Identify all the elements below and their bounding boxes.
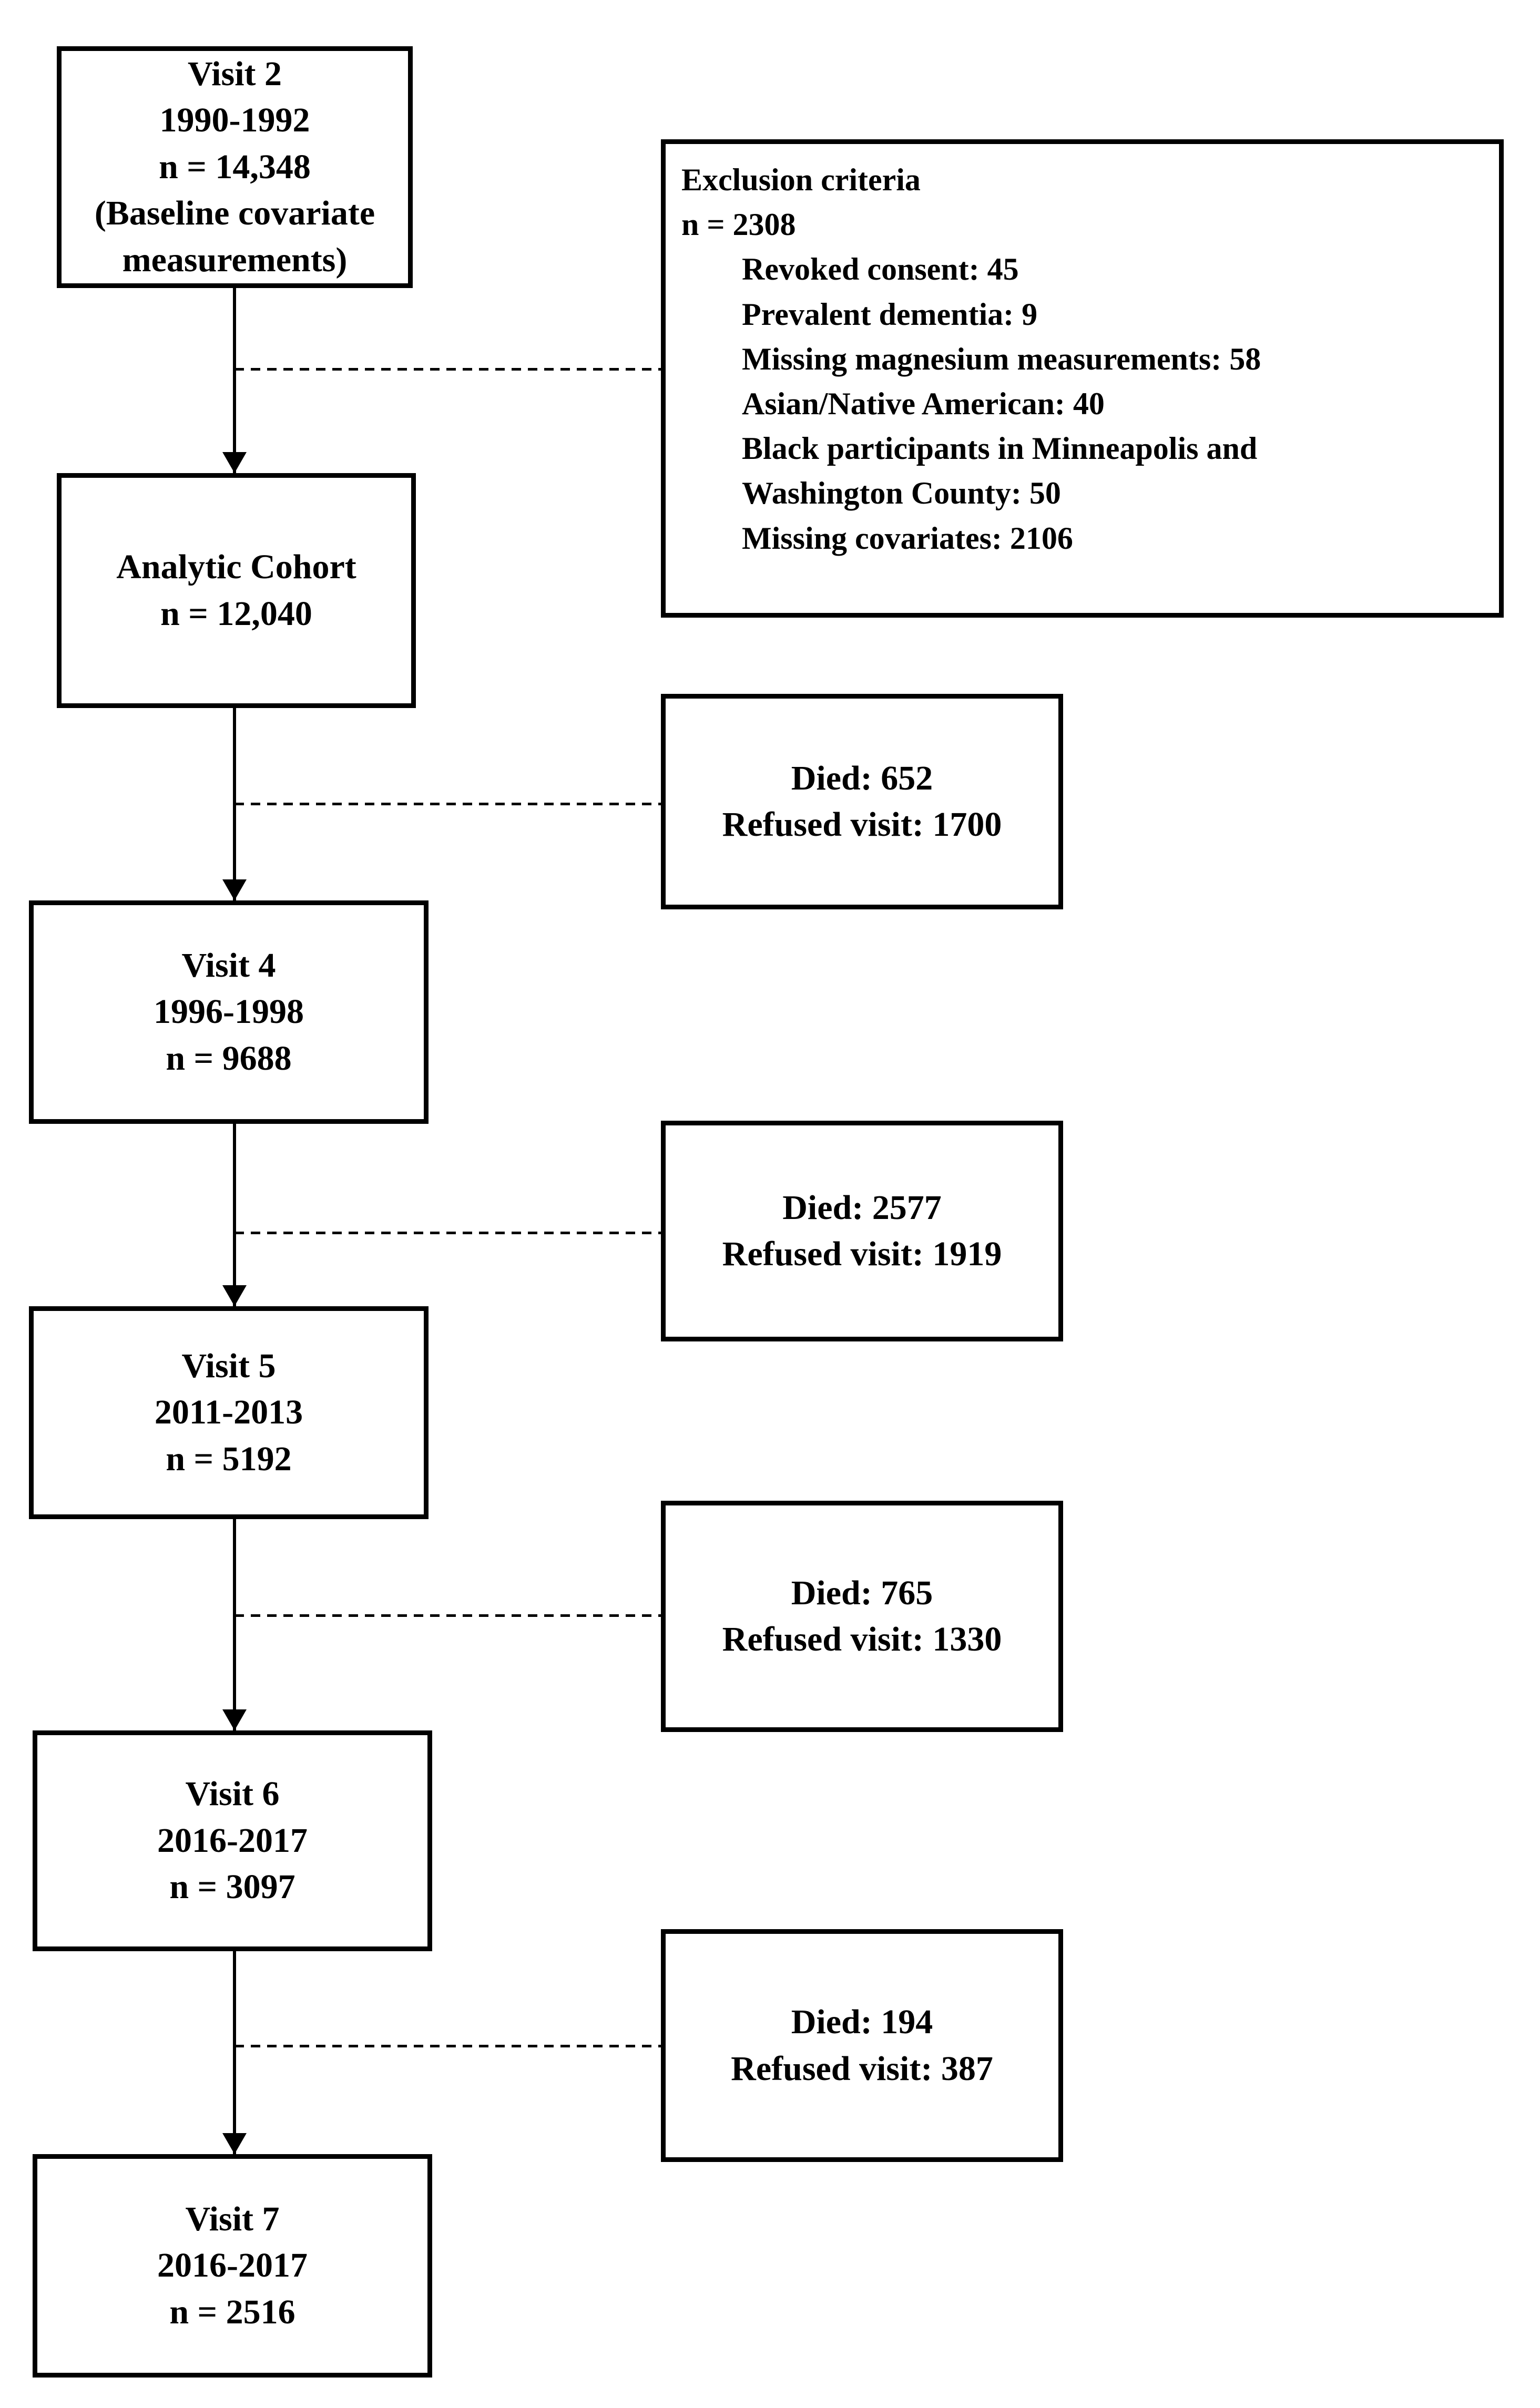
analytic-cohort-box: Analytic Cohort n = 12,040 [57,473,416,708]
exclusion-box: Exclusion criteria n = 2308 Revoked cons… [661,139,1504,618]
visit2-box: Visit 2 1990-1992 n = 14,348 (Baseline c… [57,46,413,288]
exclusion-item: Washington County: 50 [742,476,1061,511]
visit7-box: Visit 7 2016-2017 n = 2516 [33,2154,432,2378]
dashed-connector-to-attrition-652 [234,803,661,805]
attrition-box-after-analytic: Died: 652 Refused visit: 1700 [661,694,1063,909]
attrition-refused: Refused visit: 387 [731,2049,993,2088]
exclusion-item: Revoked consent: 45 [742,252,1019,287]
attrition-refused: Refused visit: 1919 [722,1235,1002,1273]
arrow-down-icon [222,879,247,900]
visit2-n: n = 14,348 [159,147,311,186]
visit2-note: (Baseline covariate measurements) [94,194,375,279]
visit6-title: Visit 6 [185,1775,280,1813]
connector-visit5-to-visit6 [233,1519,236,1730]
visit5-n: n = 5192 [166,1439,292,1478]
arrow-down-icon [222,2133,247,2154]
dashed-connector-to-attrition-194 [234,2045,661,2047]
attrition-died: Died: 2577 [782,1188,942,1227]
dashed-connector-to-attrition-2577 [234,1232,661,1234]
exclusion-item: Missing covariates: 2106 [742,520,1073,556]
visit6-box: Visit 6 2016-2017 n = 3097 [33,1730,432,1951]
visit5-box: Visit 5 2011-2013 n = 5192 [29,1306,429,1519]
visit4-box: Visit 4 1996-1998 n = 9688 [29,900,429,1124]
exclusion-item: Black participants in Minneapolis and [742,431,1258,466]
exclusion-title: Exclusion criteria [681,162,921,197]
arrow-down-icon [222,1285,247,1306]
dashed-connector-to-attrition-765 [234,1614,661,1617]
visit2-years: 1990-1992 [159,101,310,140]
attrition-box-after-visit4: Died: 2577 Refused visit: 1919 [661,1121,1063,1341]
visit6-n: n = 3097 [169,1868,295,1907]
connector-visit2-to-analytic [233,288,236,473]
visit7-title: Visit 7 [185,2199,280,2238]
exclusion-item: Asian/Native American: 40 [742,386,1105,421]
attrition-box-after-visit6: Died: 194 Refused visit: 387 [661,1929,1063,2162]
visit4-title: Visit 4 [181,946,276,985]
analytic-cohort-n: n = 12,040 [160,594,312,633]
visit6-years: 2016-2017 [157,1821,308,1860]
exclusion-n: n = 2308 [681,207,796,242]
analytic-cohort-title: Analytic Cohort [116,548,356,587]
visit2-title: Visit 2 [187,54,282,93]
connector-visit4-to-visit5 [233,1124,236,1306]
visit4-years: 1996-1998 [154,992,304,1031]
connector-visit6-to-visit7 [233,1951,236,2154]
visit5-title: Visit 5 [181,1346,276,1385]
arrow-down-icon [222,452,247,473]
attrition-refused: Refused visit: 1330 [722,1620,1002,1658]
attrition-died: Died: 194 [791,2003,933,2042]
arrow-down-icon [222,1709,247,1730]
attrition-box-after-visit5: Died: 765 Refused visit: 1330 [661,1501,1063,1732]
dashed-connector-to-exclusion [234,368,661,371]
attrition-refused: Refused visit: 1700 [722,805,1002,844]
visit5-years: 2011-2013 [154,1393,303,1432]
attrition-died: Died: 652 [791,759,933,797]
exclusion-item: Missing magnesium measurements: 58 [742,341,1261,376]
visit4-n: n = 9688 [166,1039,292,1078]
exclusion-item: Prevalent dementia: 9 [742,296,1038,332]
attrition-died: Died: 765 [791,1573,933,1612]
visit7-n: n = 2516 [169,2292,295,2331]
visit7-years: 2016-2017 [157,2246,308,2285]
